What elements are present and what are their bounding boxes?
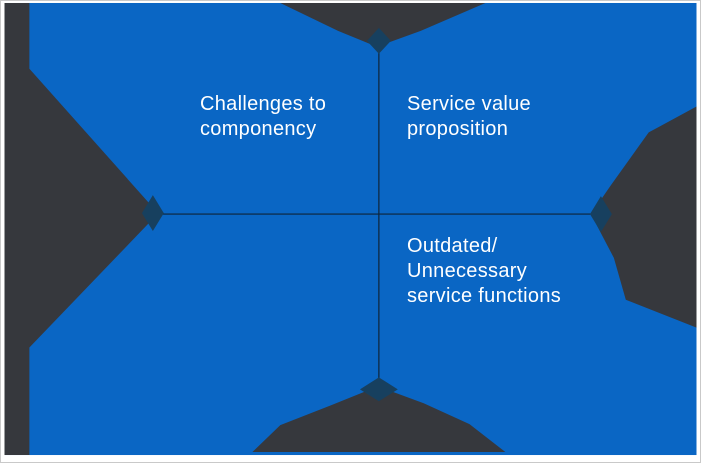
- quadrant-label-line: Outdated/: [407, 235, 498, 257]
- axis-diamond-right-icon: [589, 196, 612, 232]
- quadrant-label-top-left: Challenges to componency: [200, 92, 326, 142]
- quadrant-label-line: Challenges to: [200, 93, 327, 115]
- quadrant-label-bottom-right: Outdated/ Unnecessary service functions: [407, 234, 561, 309]
- right-wedge-shape: [590, 106, 697, 328]
- quadrant-label-line: componency: [200, 118, 317, 140]
- quadrant-label-line: Unnecessary: [407, 260, 528, 282]
- axis-diamond-top-icon: [366, 27, 391, 54]
- quadrant-label-line: Service value: [407, 93, 531, 115]
- top-wedge-shape: [280, 2, 486, 47]
- bottom-wedge-shape: [252, 386, 506, 453]
- quadrant-label-top-right: Service value proposition: [407, 92, 531, 142]
- quadrant-label-line: service functions: [407, 285, 562, 307]
- left-wedge-shape: [4, 2, 164, 456]
- quadrant-label-line: proposition: [407, 118, 509, 140]
